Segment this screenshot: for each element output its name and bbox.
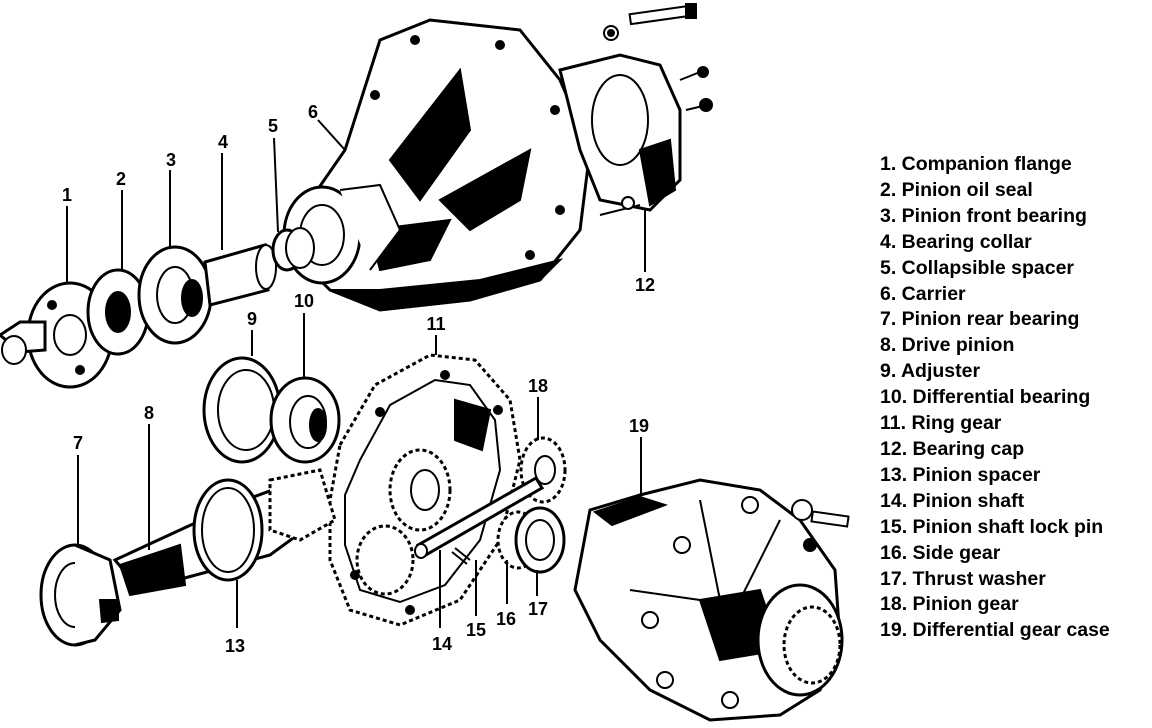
differential-bearing-drawing bbox=[269, 376, 341, 464]
legend-item: 13. Pinion spacer bbox=[880, 463, 1041, 486]
callout-5: 5 bbox=[268, 116, 278, 136]
legend-item: 8. Drive pinion bbox=[880, 334, 1015, 357]
legend-item: 16. Side gear bbox=[880, 541, 1001, 564]
callout-1: 1 bbox=[62, 185, 72, 205]
legend-item: 14. Pinion shaft bbox=[880, 489, 1025, 512]
legend-item: 10. Differential bearing bbox=[880, 386, 1091, 409]
legend-item: 5. Collapsible spacer bbox=[880, 256, 1075, 279]
legend-item: 6. Carrier bbox=[880, 282, 966, 305]
carrier-drawing bbox=[282, 18, 592, 312]
legend-item: 19. Differential gear case bbox=[880, 619, 1110, 642]
thrust-washer-drawing bbox=[514, 506, 566, 574]
pinion-front-bearing-drawing bbox=[137, 245, 213, 345]
legend-item: 9. Adjuster bbox=[880, 360, 981, 383]
pinion-spacer-drawing bbox=[192, 478, 264, 582]
callout-2: 2 bbox=[116, 169, 126, 189]
pinion-rear-bearing-drawing bbox=[39, 543, 122, 647]
case-bolt-drawing bbox=[791, 499, 850, 552]
differential-gear-case-drawing bbox=[573, 478, 844, 722]
collapsible-spacer-drawing bbox=[271, 227, 315, 272]
legend-item: 11. Ring gear bbox=[880, 412, 1002, 435]
callout-16: 16 bbox=[496, 609, 516, 629]
callout-13: 13 bbox=[225, 636, 245, 656]
callout-labels: 1 2 3 4 5 6 7 8 9 10 11 12 13 14 15 16 1… bbox=[62, 102, 655, 656]
bearing-collar-drawing bbox=[203, 243, 277, 307]
callout-14: 14 bbox=[432, 634, 452, 654]
callout-19: 19 bbox=[629, 416, 649, 436]
callout-15: 15 bbox=[466, 620, 486, 640]
drive-pinion-drawing bbox=[112, 468, 337, 597]
callout-9: 9 bbox=[247, 309, 257, 329]
bearing-cap-drawing bbox=[558, 53, 682, 216]
adjuster-drawing bbox=[202, 356, 282, 464]
callout-10: 10 bbox=[294, 291, 314, 311]
callout-17: 17 bbox=[528, 599, 548, 619]
legend-item: 3. Pinion front bearing bbox=[880, 204, 1087, 227]
callout-7: 7 bbox=[73, 433, 83, 453]
callout-3: 3 bbox=[166, 150, 176, 170]
callout-18: 18 bbox=[528, 376, 548, 396]
legend-item: 18. Pinion gear bbox=[880, 593, 1019, 616]
legend-item: 12. Bearing cap bbox=[880, 437, 1025, 460]
bolt-hardware-drawing bbox=[603, 3, 713, 112]
legend-item: 15. Pinion shaft lock pin bbox=[880, 515, 1104, 538]
legend-item: 2. Pinion oil seal bbox=[880, 178, 1033, 201]
callout-11: 11 bbox=[426, 314, 445, 334]
legend-item: 17. Thrust washer bbox=[880, 567, 1046, 590]
callout-6: 6 bbox=[308, 102, 318, 122]
pinion-shaft-lock-pin-drawing bbox=[451, 547, 471, 565]
callout-4: 4 bbox=[218, 132, 228, 152]
callout-8: 8 bbox=[144, 403, 154, 423]
legend-item: 4. Bearing collar bbox=[880, 230, 1032, 253]
callout-12: 12 bbox=[635, 275, 655, 295]
legend-item: 1. Companion flange bbox=[880, 153, 1072, 175]
parts-legend: 1. Companion flange 2. Pinion oil seal 3… bbox=[880, 152, 1145, 644]
pinion-shaft-drawing bbox=[414, 475, 545, 559]
legend-item: 7. Pinion rear bearing bbox=[880, 308, 1080, 331]
leader-lines bbox=[66, 119, 646, 628]
